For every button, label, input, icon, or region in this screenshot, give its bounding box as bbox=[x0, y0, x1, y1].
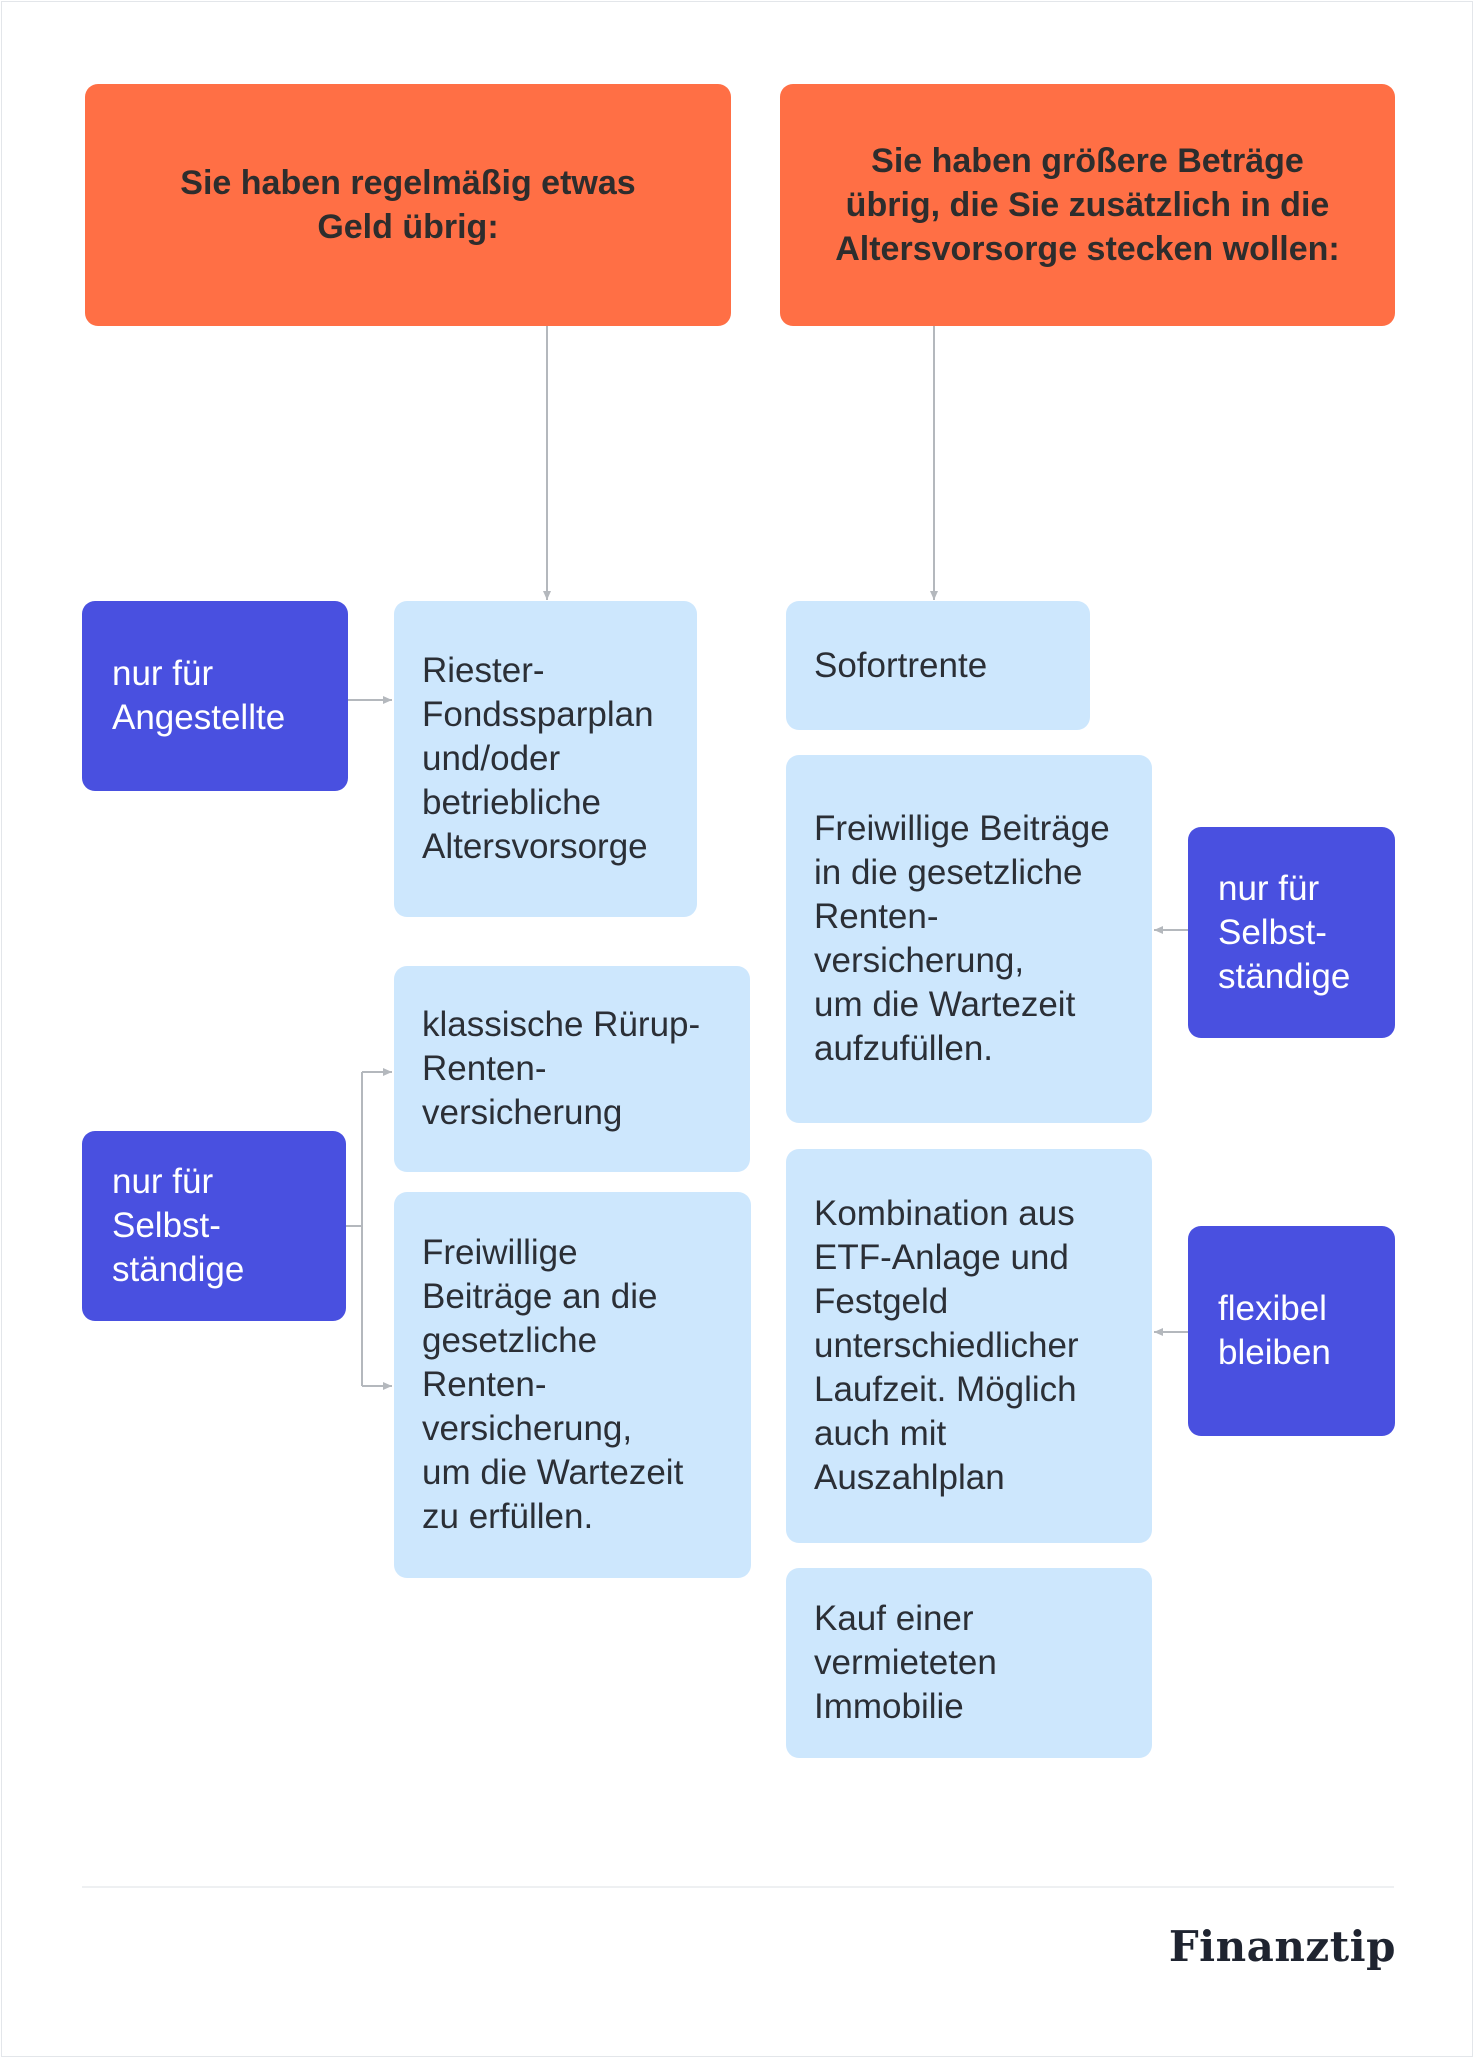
tag-self-employed-right: nur für Selbst- ständige bbox=[1188, 827, 1395, 1038]
header-larger-amounts: Sie haben größere Beträge übrig, die Sie… bbox=[780, 84, 1395, 326]
option-voluntary-contributions-left: Freiwillige Beiträge an die gesetzliche … bbox=[394, 1192, 751, 1578]
footer-divider bbox=[82, 1886, 1394, 1888]
brand-logo: Finanztip bbox=[1168, 1922, 1396, 1971]
option-voluntary-contributions-left-text: Freiwillige Beiträge an die gesetzliche … bbox=[422, 1233, 684, 1536]
option-ruerup: klassische Rürup- Renten- versicherung bbox=[394, 966, 750, 1172]
tag-employees-only-text: nur für Angestellte bbox=[112, 654, 286, 737]
option-ruerup-text: klassische Rürup- Renten- versicherung bbox=[422, 1005, 701, 1132]
option-immediate-annuity: Sofortrente bbox=[786, 601, 1090, 730]
option-riester: Riester- Fondssparplan und/oder betriebl… bbox=[394, 601, 697, 917]
tag-self-employed-right-text: nur für Selbst- ständige bbox=[1218, 868, 1351, 996]
tag-employees-only: nur für Angestellte bbox=[82, 601, 348, 791]
tag-stay-flexible: flexibel bleiben bbox=[1188, 1226, 1395, 1436]
option-voluntary-contributions-right: Freiwillige Beiträge in die gesetzliche … bbox=[786, 755, 1152, 1123]
option-etf-combination: Kombination aus ETF-Anlage und Festgeld … bbox=[786, 1149, 1152, 1543]
option-riester-text: Riester- Fondssparplan und/oder betriebl… bbox=[422, 651, 654, 866]
option-immediate-annuity-text: Sofortrente bbox=[814, 645, 988, 685]
option-rental-property-text: Kauf einer vermieteten Immobilie bbox=[814, 1599, 997, 1726]
option-etf-combination-text: Kombination aus ETF-Anlage und Festgeld … bbox=[814, 1194, 1079, 1497]
header-regular-savings-text: Sie haben regelmäßig etwas Geld übrig: bbox=[180, 164, 636, 246]
header-larger-amounts-text: Sie haben größere Beträge übrig, die Sie… bbox=[835, 142, 1340, 268]
header-regular-savings: Sie haben regelmäßig etwas Geld übrig: bbox=[85, 84, 731, 326]
option-voluntary-contributions-right-text: Freiwillige Beiträge in die gesetzliche … bbox=[814, 809, 1110, 1068]
tag-stay-flexible-text: flexibel bleiben bbox=[1218, 1289, 1331, 1372]
tag-self-employed-left-text: nur für Selbst- ständige bbox=[112, 1162, 245, 1289]
option-rental-property: Kauf einer vermieteten Immobilie bbox=[786, 1568, 1152, 1758]
tag-self-employed-left: nur für Selbst- ständige bbox=[82, 1131, 346, 1321]
